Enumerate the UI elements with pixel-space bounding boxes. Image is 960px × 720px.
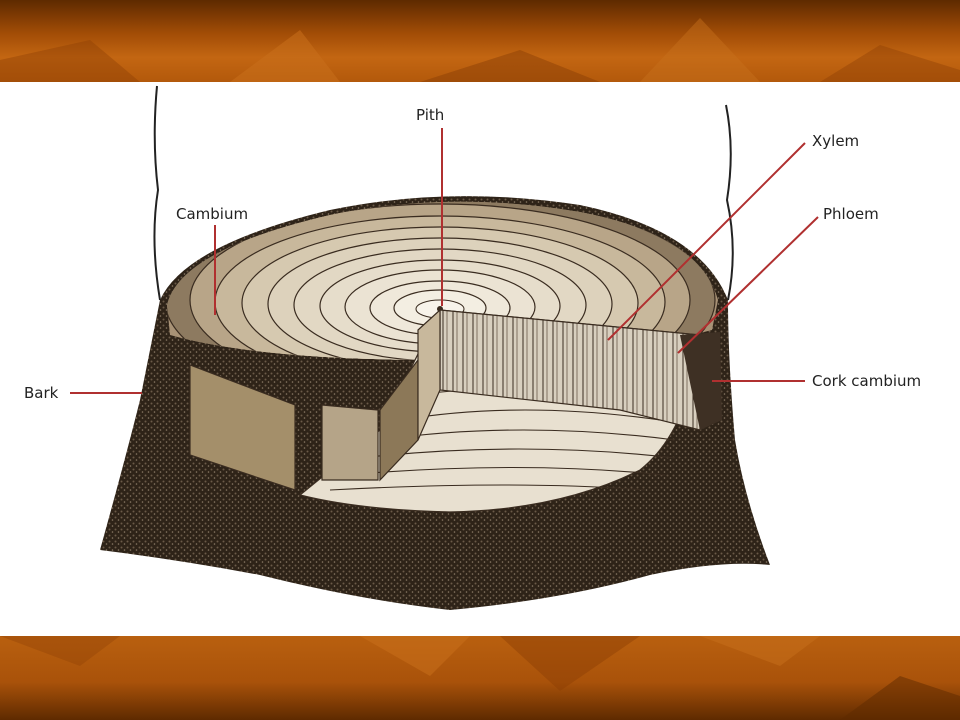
label-xylem: Xylem xyxy=(812,132,859,150)
trunk-outline-left xyxy=(153,85,161,301)
cut-face-left xyxy=(189,364,296,491)
label-pith: Pith xyxy=(416,106,444,124)
footer-band xyxy=(0,636,960,720)
xylem-leader-line xyxy=(607,142,806,341)
trunk-outline-right xyxy=(725,104,734,301)
footer-leaf-decoration xyxy=(0,636,960,720)
label-bark: Bark xyxy=(24,384,59,402)
cut-face-center xyxy=(417,308,441,441)
label-cambium: Cambium xyxy=(176,205,248,223)
diagram-area: Pith Xylem Cambium Phloem Bark Cork camb… xyxy=(0,82,960,636)
header-leaf-decoration xyxy=(0,18,960,82)
outer-bark-wall xyxy=(680,332,722,430)
label-cork-cambium: Cork cambium xyxy=(812,372,921,390)
label-phloem: Phloem xyxy=(823,205,879,223)
tree-cross-section-diagram: Pith Xylem Cambium Phloem Bark Cork camb… xyxy=(24,85,921,610)
header-band xyxy=(0,0,960,82)
phloem-leader-line xyxy=(677,216,819,354)
cut-face-middle xyxy=(321,404,379,481)
